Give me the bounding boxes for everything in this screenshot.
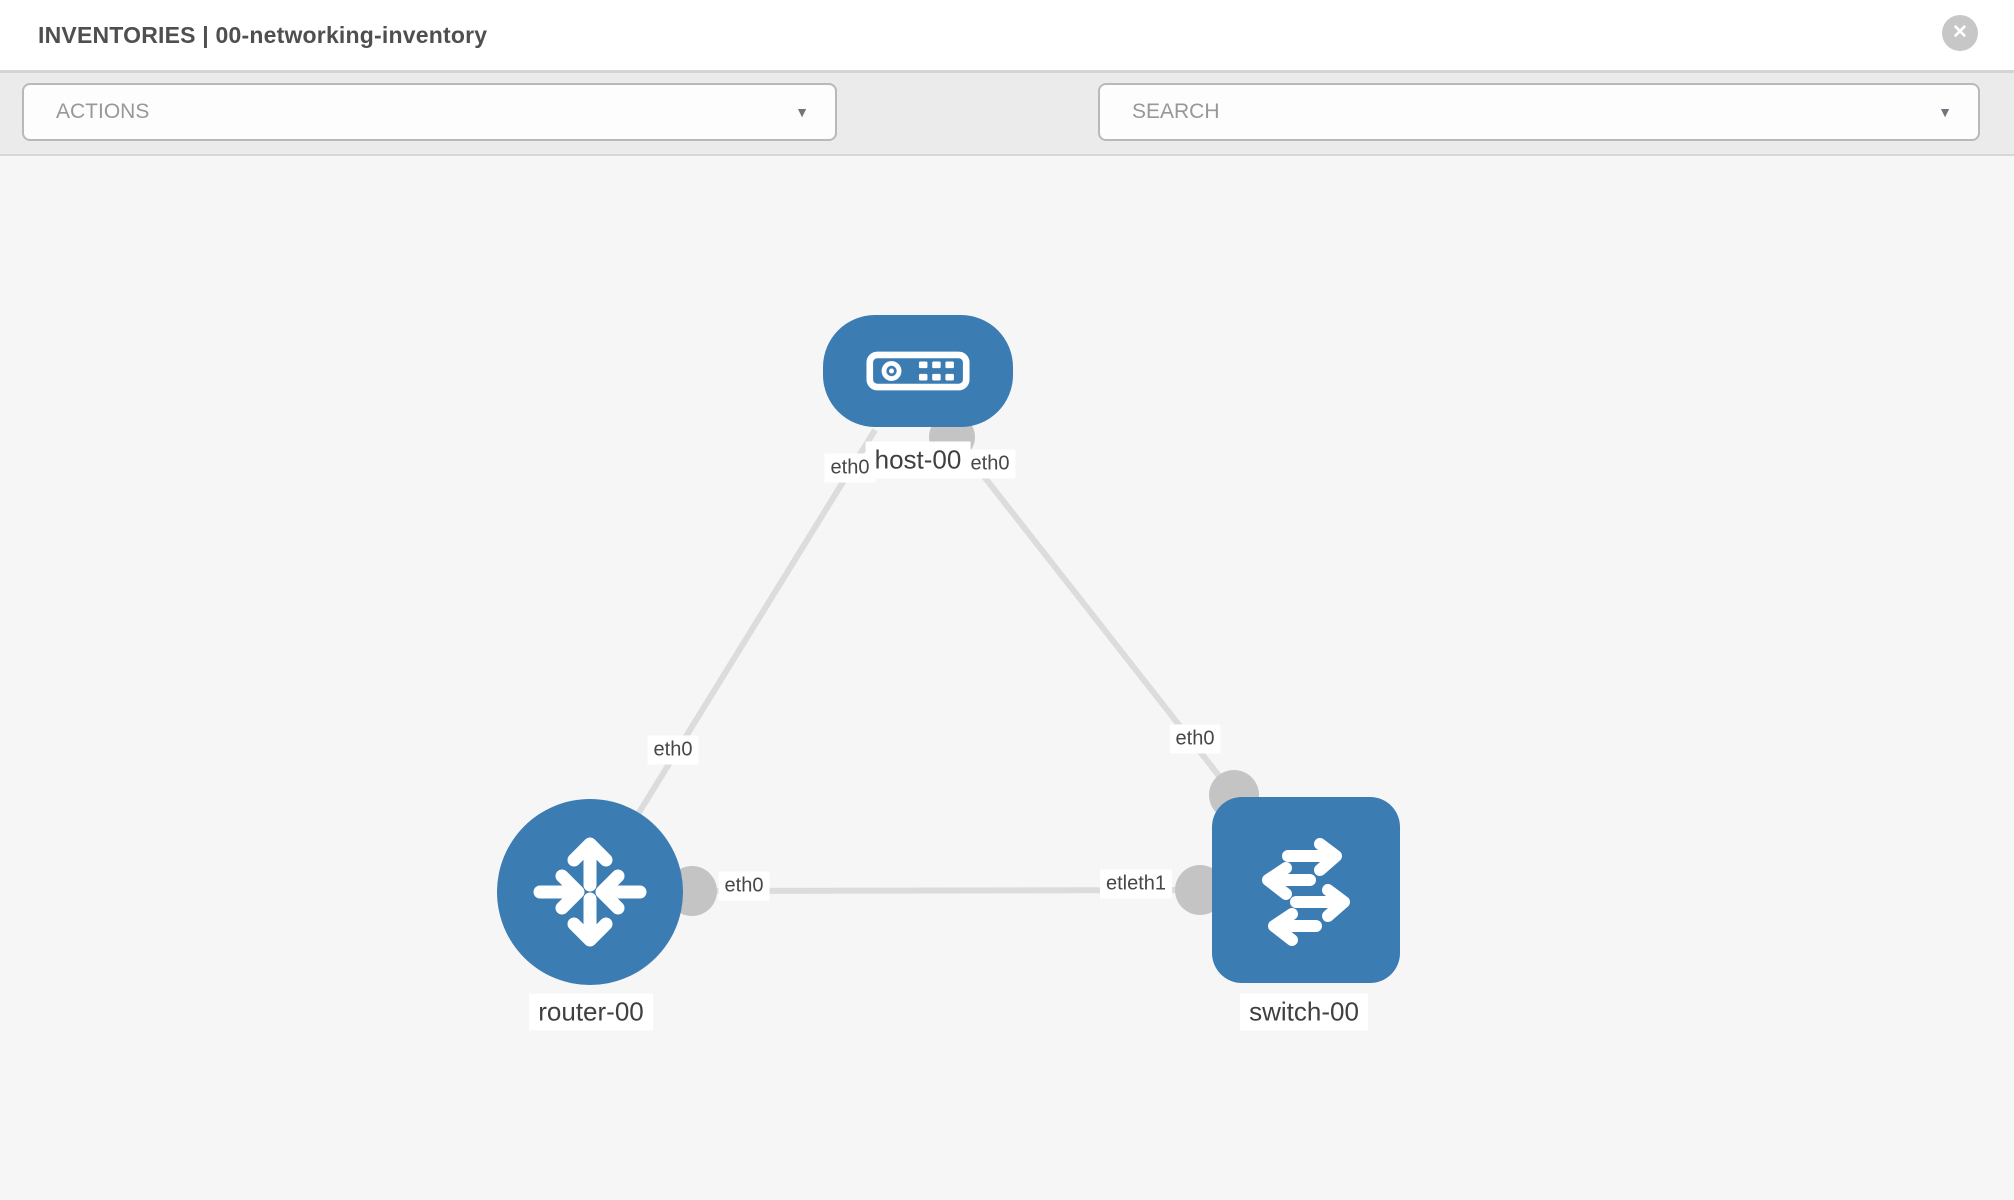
node-label-switch: switch-00 (1240, 993, 1368, 1031)
host-icon (866, 351, 970, 391)
node-switch-00[interactable] (1212, 797, 1400, 983)
eth-label-host-to-switch: eth0 (964, 449, 1016, 479)
topology-canvas[interactable]: host-00 router-00 switch-00 eth0 eth0 et… (0, 156, 2014, 1200)
node-router-00[interactable] (497, 799, 683, 985)
page-title: INVENTORIES | 00-networking-inventory (38, 22, 488, 48)
eth-label-router-to-host: eth0 (647, 735, 699, 765)
links-layer (587, 428, 1237, 894)
chevron-down-icon: ▼ (795, 104, 809, 120)
search-dropdown-label: SEARCH (1132, 100, 1220, 123)
search-dropdown[interactable]: SEARCH ▼ (1098, 83, 1980, 141)
eth-label-switch-to-router: etleth1 (1099, 869, 1173, 899)
node-host-00[interactable] (823, 315, 1013, 427)
chevron-down-icon: ▼ (1938, 104, 1952, 120)
close-icon: ✕ (1952, 22, 1968, 43)
node-label-router: router-00 (529, 993, 653, 1031)
router-icon (533, 837, 647, 947)
eth-label-switch-to-host: eth0 (1169, 724, 1221, 754)
eth-label-host-to-router: eth0 (824, 453, 876, 483)
actions-dropdown[interactable]: ACTIONS ▼ (22, 83, 837, 141)
switch-icon (1262, 838, 1350, 946)
actions-dropdown-label: ACTIONS (56, 100, 150, 123)
header-bar: INVENTORIES | 00-networking-inventory ✕ (0, 0, 2014, 73)
eth-label-switch-eth1: eth1 (1127, 872, 1167, 895)
toolbar: ACTIONS ▼ SEARCH ▼ (0, 73, 2014, 205)
node-label-host: host-00 (865, 441, 971, 479)
eth-label-router-to-switch: eth0 (718, 871, 770, 901)
eth-label-occluded-fragment: etl (1105, 872, 1128, 895)
close-button[interactable]: ✕ (1942, 15, 1978, 51)
